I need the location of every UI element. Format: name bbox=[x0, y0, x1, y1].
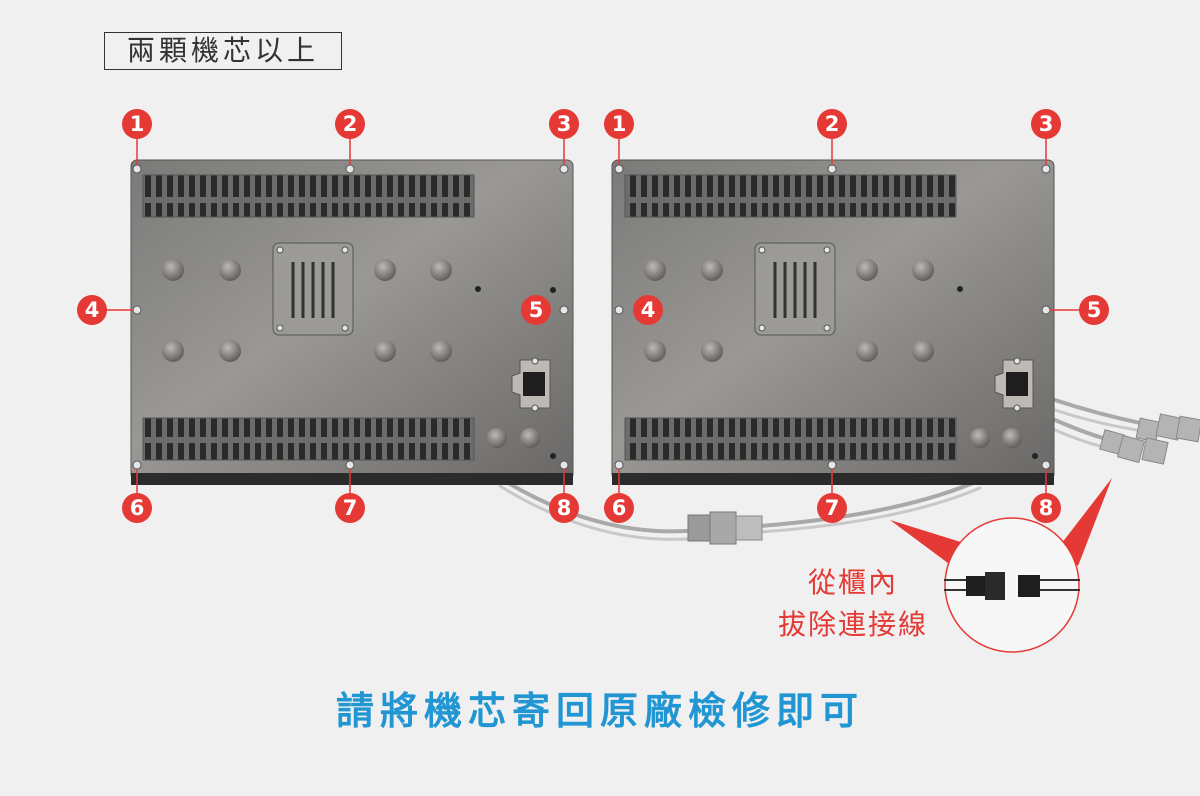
vent-grille-icon bbox=[142, 417, 475, 461]
instruction-text: 請將機芯寄回原廠檢修即可 bbox=[335, 689, 864, 733]
chassis-right bbox=[611, 159, 1055, 485]
power-socket-icon bbox=[994, 359, 1034, 409]
screw-marker-6-left: 6 bbox=[122, 493, 152, 523]
disconnect-callout bbox=[890, 478, 1112, 653]
connector-plug-icon bbox=[1099, 413, 1200, 465]
screw-marker-5-left: 5 bbox=[521, 295, 551, 325]
screw-marker-2-left: 2 bbox=[335, 109, 365, 139]
vent-grille-icon bbox=[624, 174, 957, 218]
screw-marker-8-left: 8 bbox=[549, 493, 579, 523]
vent-grille-icon bbox=[624, 417, 957, 461]
disconnect-note-line1: 從櫃內 bbox=[807, 566, 898, 599]
screw-marker-3-right: 3 bbox=[1031, 109, 1061, 139]
screw-marker-7-left: 7 bbox=[335, 493, 365, 523]
screw-marker-5-right: 5 bbox=[1079, 295, 1109, 325]
tag-label: 兩顆機芯以上 bbox=[104, 32, 342, 70]
screw-marker-6-right: 6 bbox=[604, 493, 634, 523]
screw-marker-3-left: 3 bbox=[549, 109, 579, 139]
screw-marker-7-right: 7 bbox=[817, 493, 847, 523]
connector-plug-icon bbox=[944, 572, 1080, 600]
screw-marker-4-right: 4 bbox=[633, 295, 663, 325]
screw-marker-8-right: 8 bbox=[1031, 493, 1061, 523]
marker-leaders bbox=[106, 138, 1080, 494]
screw-marker-2-right: 2 bbox=[817, 109, 847, 139]
power-socket-icon bbox=[511, 359, 551, 409]
vent-grille-icon bbox=[142, 174, 475, 218]
connector-plug-icon bbox=[687, 511, 763, 545]
screw-marker-4-left: 4 bbox=[77, 295, 107, 325]
disconnect-note-line2: 拔除連接線 bbox=[777, 608, 928, 641]
screw-marker-1-right: 1 bbox=[604, 109, 634, 139]
screw-marker-1-left: 1 bbox=[122, 109, 152, 139]
cable-harness bbox=[498, 398, 1152, 541]
chassis-left bbox=[130, 159, 574, 485]
